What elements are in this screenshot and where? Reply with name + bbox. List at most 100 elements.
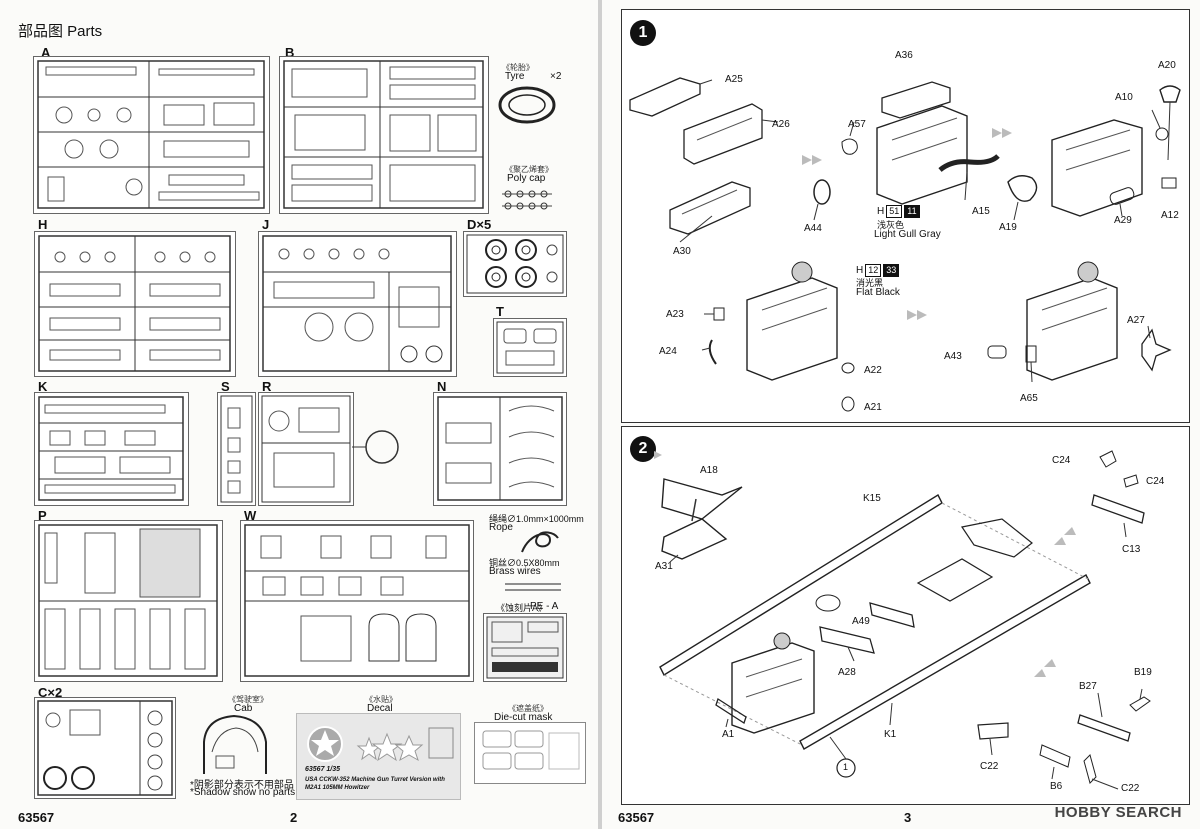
sprue-k — [34, 392, 189, 506]
mask-sheet — [474, 722, 586, 784]
color-note-2-prefix: H — [856, 265, 864, 276]
sprue-w — [240, 520, 474, 682]
sprue-label-n: N — [437, 379, 447, 394]
page-title: 部品图 Parts — [18, 23, 103, 40]
sprue-r-part-drawing — [352, 430, 399, 464]
cab-drawing — [203, 714, 267, 774]
cab-label: Cab — [234, 703, 253, 714]
decal-title: USA CCKW-352 Machine Gun Turret Version … — [305, 777, 445, 791]
page-number-right: 3 — [904, 810, 912, 825]
sprue-label-w: W — [244, 508, 257, 523]
part-a36: A36 — [895, 50, 913, 61]
part-a44: A44 — [804, 223, 822, 234]
part-a20: A20 — [1158, 60, 1176, 71]
sprue-a-drawing — [37, 60, 265, 209]
sprue-j — [258, 231, 457, 377]
tyre-label-cn: 《轮胎》 — [502, 63, 534, 72]
color-note-2-code1: 12 — [865, 264, 882, 277]
part-a1: A1 — [722, 729, 735, 740]
sprue-label-h: H — [38, 217, 48, 232]
step-1-panel: 1 — [621, 9, 1190, 423]
step-callout-number: 1 — [843, 762, 849, 772]
part-k15: K15 — [863, 493, 881, 504]
part-a21: A21 — [864, 402, 882, 413]
part-c22-b: C22 — [1121, 783, 1140, 794]
sprue-label-d: D×5 — [467, 217, 492, 232]
part-b19: B19 — [1134, 667, 1152, 678]
part-a43: A43 — [944, 351, 962, 362]
part-c24-b: C24 — [1146, 476, 1165, 487]
sprue-a — [33, 56, 270, 214]
shadow-note: *Shadow show no parts — [190, 787, 296, 798]
part-a26: A26 — [772, 119, 790, 130]
sprue-n-drawing — [437, 396, 563, 501]
color-note-2-name: Flat Black — [856, 287, 900, 298]
step-2-number: 2 — [630, 436, 656, 462]
sprue-label-k: K — [38, 379, 48, 394]
decal-sheet: 63567 1/35 USA CCKW-352 Machine Gun Turr… — [296, 713, 461, 800]
part-a57: A57 — [848, 119, 866, 130]
part-a19: A19 — [999, 222, 1017, 233]
step-2-panel: 2 — [621, 426, 1190, 805]
polycap-label-cn: 《聚乙烯套》 — [505, 165, 553, 174]
part-a12: A12 — [1161, 210, 1179, 221]
part-a30: A30 — [673, 246, 691, 257]
brass-label: Brass wires — [489, 566, 541, 577]
mask-label-cn: 《遮盖纸》 — [508, 704, 548, 713]
polycap-label: Poly cap — [507, 173, 546, 184]
sprue-k-drawing — [38, 396, 184, 501]
sprue-t — [493, 318, 567, 377]
mask-drawing — [482, 730, 580, 770]
decal-drawing — [307, 726, 454, 762]
sprue-p — [34, 520, 223, 682]
sprue-s — [217, 392, 256, 506]
part-a25: A25 — [725, 74, 743, 85]
tyre-label: Tyre — [505, 71, 525, 82]
part-c24-a: C24 — [1052, 455, 1071, 466]
sprue-label-c: C×2 — [38, 685, 63, 700]
color-note-1-prefix: H — [877, 206, 885, 217]
sprue-c — [34, 697, 176, 799]
step-1-number: 1 — [630, 20, 656, 46]
part-b6: B6 — [1050, 781, 1063, 792]
part-a18: A18 — [700, 465, 718, 476]
sprue-h-drawing — [38, 235, 231, 372]
tyre-qty: ×2 — [550, 71, 562, 82]
part-a22: A22 — [864, 365, 882, 376]
page-code-right: 63567 — [618, 810, 655, 825]
sprue-p-drawing — [38, 524, 218, 677]
part-a28: A28 — [838, 667, 856, 678]
sprue-r-drawing — [261, 395, 351, 503]
sprue-d-drawing — [466, 234, 564, 294]
shadow-note-cn: *阴影部分表示不用部品 — [190, 780, 294, 791]
part-a29: A29 — [1114, 215, 1132, 226]
part-b27: B27 — [1079, 681, 1097, 692]
pe-fret-drawing — [486, 616, 564, 679]
sprue-label-r: R — [262, 379, 272, 394]
color-note-2-name-cn: 消光黑 — [856, 278, 884, 288]
sprue-b — [279, 56, 489, 214]
color-note-1-code1: 51 — [886, 205, 903, 218]
cab-label-cn: 《驾驶室》 — [228, 695, 268, 704]
part-a65: A65 — [1020, 393, 1038, 404]
sprue-s-drawing — [220, 395, 253, 503]
sprue-h — [34, 231, 236, 377]
part-a10: A10 — [1115, 92, 1133, 103]
color-note-1-name: Light Gull Gray — [874, 229, 941, 240]
sprue-n — [433, 392, 567, 506]
sprue-w-drawing — [244, 524, 470, 677]
part-a27: A27 — [1127, 315, 1145, 326]
sprue-j-drawing — [262, 235, 452, 372]
part-a24: A24 — [659, 346, 677, 357]
part-a23: A23 — [666, 309, 684, 320]
left-page: 部品图 Parts A B 《轮胎》 Tyre ×2 — [0, 0, 598, 829]
part-a49: A49 — [852, 616, 870, 627]
step-1-drawing — [629, 77, 1181, 412]
mask-label: Die-cut mask — [494, 712, 553, 723]
color-note-1-name-cn: 浅灰色 — [877, 220, 905, 230]
decal-label: Decal — [367, 703, 393, 714]
pe-label-cn: 《蚀刻片A》 — [496, 603, 548, 613]
sprue-r — [258, 392, 354, 506]
